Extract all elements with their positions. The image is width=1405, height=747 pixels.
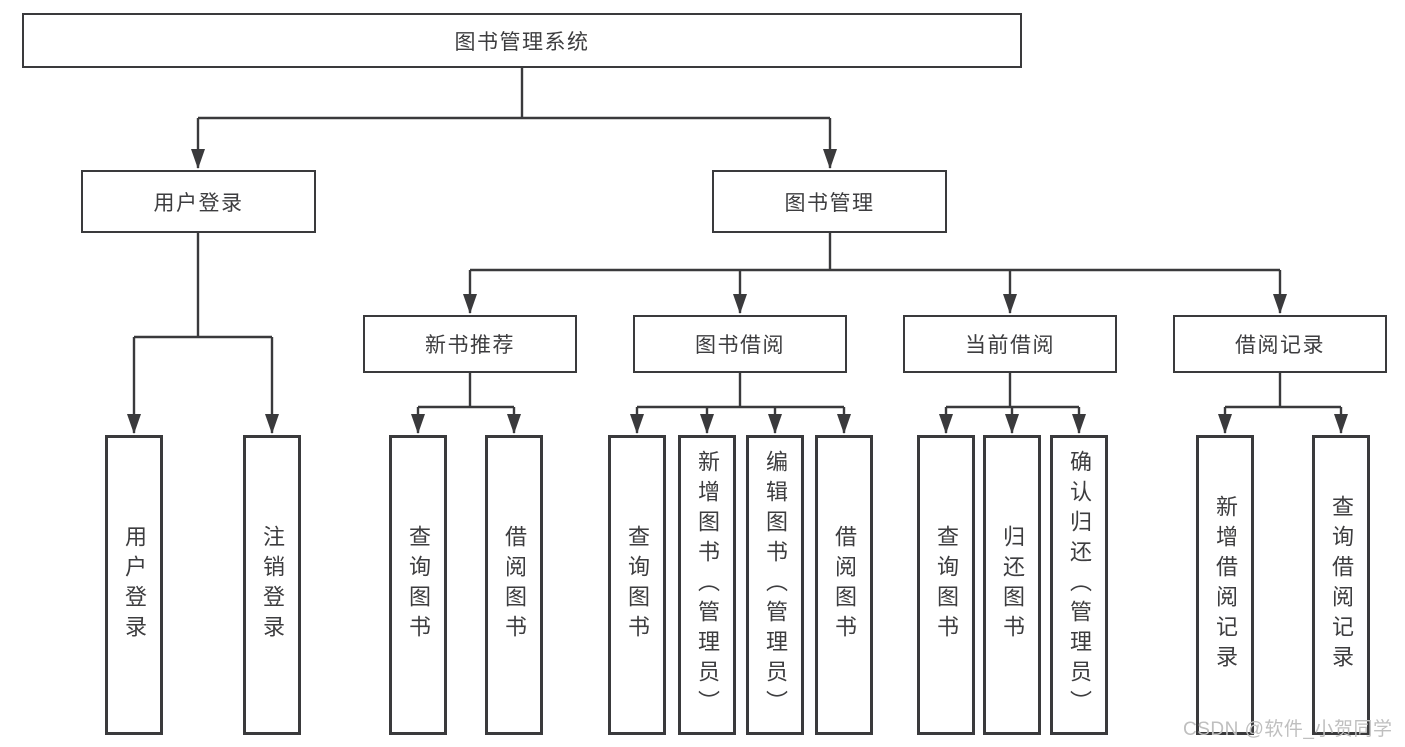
node-label: 图书管理	[784, 191, 875, 215]
node-label: 查询借阅记录	[1329, 495, 1354, 675]
node-label: 编辑图书（管理员）	[763, 450, 788, 720]
csdn-watermark: CSDN @软件_小贺同学	[1183, 719, 1393, 740]
node-label: 新增借阅记录	[1213, 495, 1238, 675]
leaf-borrow-book: 借阅图书	[485, 435, 543, 735]
node-user-login: 用户登录	[81, 170, 316, 233]
leaf-query-borrow-record: 查询借阅记录	[1312, 435, 1370, 735]
leaf-add-book-admin: 新增图书（管理员）	[678, 435, 736, 735]
node-label: 新书推荐	[425, 334, 515, 357]
node-label: 用户登录	[153, 191, 244, 215]
node-current-borrow: 当前借阅	[903, 315, 1117, 373]
node-label: 当前借阅	[965, 334, 1055, 357]
node-new-book-recommend: 新书推荐	[363, 315, 577, 373]
node-label: 查询图书	[934, 525, 959, 645]
leaf-logout: 注销登录	[243, 435, 301, 735]
node-root-system: 图书管理系统	[22, 13, 1022, 68]
node-borrow-records: 借阅记录	[1173, 315, 1387, 373]
node-label: 归还图书	[1000, 525, 1025, 645]
leaf-return-book: 归还图书	[983, 435, 1041, 735]
leaf-confirm-return-admin: 确认归还（管理员）	[1050, 435, 1108, 735]
leaf-query-book: 查询图书	[389, 435, 447, 735]
leaf-query-book: 查询图书	[917, 435, 975, 735]
tree-branch-lines	[134, 68, 1341, 409]
node-book-borrow: 图书借阅	[633, 315, 847, 373]
leaf-query-book: 查询图书	[608, 435, 666, 735]
leaf-add-borrow-record: 新增借阅记录	[1196, 435, 1254, 735]
node-label: 借阅图书	[502, 525, 527, 645]
node-label: 查询图书	[625, 525, 650, 645]
node-label: 借阅记录	[1235, 334, 1325, 357]
node-label: 确认归还（管理员）	[1067, 450, 1092, 720]
node-label: 查询图书	[406, 525, 431, 645]
node-label: 图书借阅	[695, 334, 785, 357]
leaf-edit-book-admin: 编辑图书（管理员）	[746, 435, 804, 735]
node-label: 借阅图书	[832, 525, 857, 645]
node-label: 用户登录	[122, 525, 147, 645]
arrow-connectors	[127, 118, 1348, 434]
leaf-user-login: 用户登录	[105, 435, 163, 735]
node-label: 注销登录	[260, 525, 285, 645]
node-label: 图书管理系统	[454, 30, 590, 54]
node-book-management: 图书管理	[712, 170, 947, 233]
node-label: 新增图书（管理员）	[695, 450, 720, 720]
leaf-borrow-book: 借阅图书	[815, 435, 873, 735]
